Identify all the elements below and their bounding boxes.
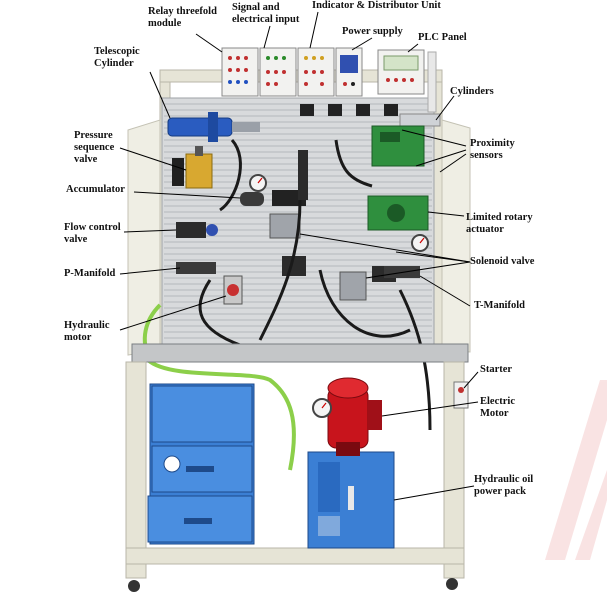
electric-motor-icon — [327, 377, 382, 456]
label-solenoid-valve: Solenoid valve — [470, 256, 535, 267]
leader-lines — [119, 11, 479, 501]
relay-module — [221, 47, 259, 97]
label-hydraulic-motor: Hydraulic motor — [64, 320, 110, 343]
label-flow-control-valve: Flow control valve — [64, 222, 121, 245]
label-hydraulic-oil-power-pack: Hydraulic oil power pack — [474, 474, 534, 497]
caster-wheel-icon — [128, 578, 458, 592]
label-accumulator: Accumulator — [66, 184, 125, 195]
label-power-supply: Power supply — [342, 26, 403, 37]
plc-panel-module — [377, 49, 425, 95]
frame-base — [125, 547, 465, 565]
pressure-gauge-icon — [411, 234, 429, 252]
drawer-handle-icon — [184, 518, 212, 524]
accumulator — [240, 150, 308, 206]
label-pressure-sequence-valve: Pressure sequence valve — [74, 130, 115, 165]
p-manifold-block — [176, 262, 216, 274]
pressure-gauge-icon — [312, 398, 332, 418]
drawer-cabinet — [147, 383, 255, 545]
side-panel-right — [441, 119, 471, 353]
label-proximity-sensors: Proximity sensors — [470, 138, 515, 161]
label-t-manifold: T-Manifold — [474, 300, 525, 311]
label-electric-motor: Electric Motor — [480, 396, 515, 419]
watermark-logo — [545, 380, 607, 560]
frame-leg-left — [125, 361, 147, 579]
label-relay-threefold-module: Relay threefold module — [148, 6, 217, 29]
hydraulic-motor — [223, 275, 243, 305]
indicator-distributor-module — [297, 47, 335, 97]
telescopic-cylinder — [167, 112, 260, 142]
label-starter: Starter — [480, 364, 513, 375]
side-panel-left — [127, 119, 161, 356]
pressure-sequence-valve — [172, 146, 213, 189]
pressure-gauge-icon — [249, 174, 267, 192]
label-limited-rotary-actuator: Limited rotary actuator — [466, 212, 533, 235]
label-plc-panel: PLC Panel — [418, 32, 467, 43]
label-cylinders: Cylinders — [450, 86, 494, 97]
label-telescopic-cylinder: Telescopic Cylinder — [94, 46, 140, 69]
label-signal-electrical-input: Signal and electrical input — [232, 2, 300, 25]
power-pack-tank — [307, 451, 395, 549]
power-supply-module — [335, 47, 363, 97]
label-p-manifold: P-Manifold — [64, 268, 116, 279]
signal-input-module — [259, 47, 297, 97]
label-indicator-distributor-unit: Indicator & Distributor Unit — [312, 0, 441, 11]
frame-leg-right — [443, 361, 465, 579]
proximity-sensor-block — [371, 125, 425, 167]
starter-box — [453, 381, 469, 409]
flow-control-valve — [176, 222, 218, 238]
drawer-handle-icon — [186, 466, 214, 472]
worktop — [131, 343, 469, 363]
plc-cable-tube — [427, 51, 437, 113]
cylinders-group — [300, 104, 441, 127]
limited-rotary-actuator — [367, 195, 429, 231]
